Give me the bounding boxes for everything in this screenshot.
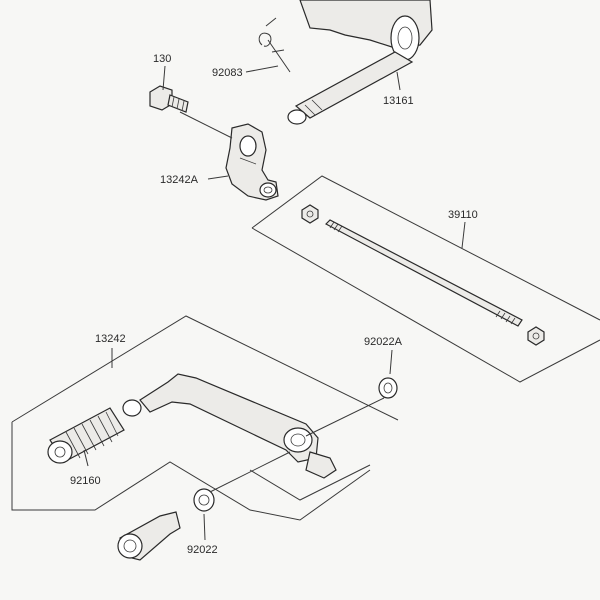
bolt: [149, 85, 189, 113]
label-13242: 13242: [95, 333, 126, 345]
washer-lower: [193, 488, 215, 512]
label-130: 130: [153, 53, 171, 65]
shift-lever-clamp: [225, 123, 279, 201]
pedal-rubber: [47, 407, 125, 464]
spring: [258, 17, 291, 73]
shift-shaft: [287, 0, 433, 125]
label-92022A: 92022A: [364, 336, 403, 348]
pedal-group: [11, 315, 399, 521]
leader-lines: [83, 65, 466, 541]
part-labels: 130 92083 13161 13242A 39110 13242 92022…: [70, 53, 478, 556]
tie-rod-group: [251, 175, 600, 383]
label-13161: 13161: [383, 95, 414, 107]
label-13242A: 13242A: [160, 174, 199, 186]
pivot-bolt: [117, 511, 181, 561]
label-92022: 92022: [187, 544, 218, 556]
label-92160: 92160: [70, 475, 101, 487]
label-92083: 92083: [212, 67, 243, 79]
shift-pedal: [122, 373, 337, 479]
washer-upper: [378, 377, 398, 399]
label-39110: 39110: [448, 209, 478, 221]
